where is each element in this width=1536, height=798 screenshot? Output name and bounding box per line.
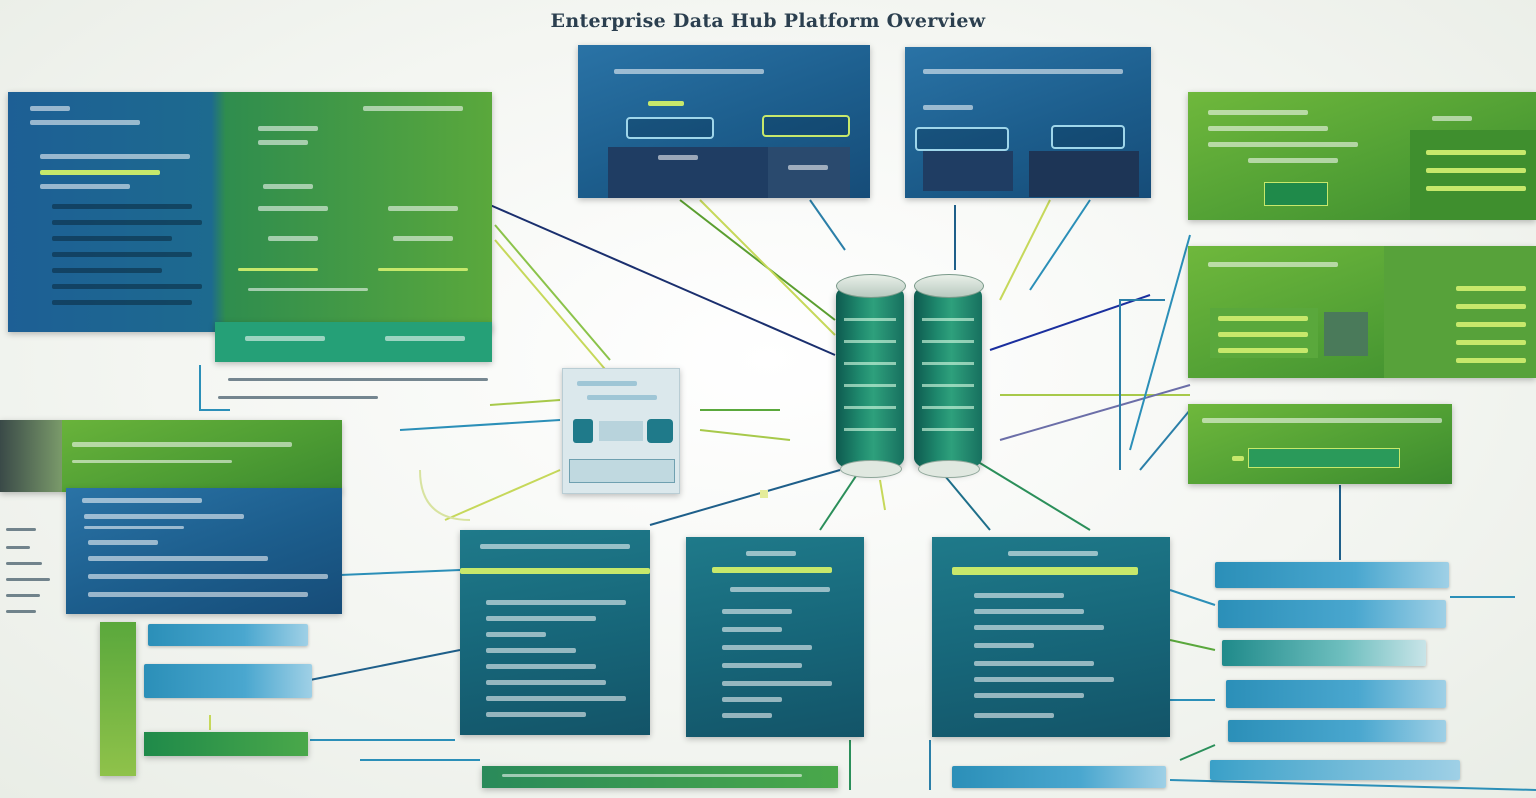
strip-2: [144, 664, 312, 698]
strip-1: [148, 624, 308, 646]
panel-bottom-center-mid: [686, 537, 864, 737]
panel-left-mid: [66, 488, 342, 614]
panel-bottom-center-right: [932, 537, 1170, 737]
panel-top-right: [1188, 92, 1536, 220]
panel-bottom-bar: [482, 766, 838, 788]
database-icon-secondary: [914, 274, 984, 478]
strip-right-2: [1218, 600, 1446, 628]
strip-right-6: [1210, 760, 1460, 780]
panel-top-left: [8, 92, 492, 332]
panel-bottom-left-column: [100, 622, 136, 776]
strip-right-5: [1228, 720, 1446, 742]
strip-bottom-right: [952, 766, 1166, 788]
panel-right-small: [1188, 404, 1452, 484]
panel-left-mid-header: [0, 420, 342, 492]
strip-3: [144, 732, 308, 756]
database-icon: [836, 274, 906, 478]
strip-right-3: [1222, 640, 1426, 666]
node-dot: [760, 490, 768, 498]
panel-top-left-footer: [215, 322, 492, 362]
panel-top-center-left: [578, 45, 870, 198]
panel-mid-right: [1188, 246, 1536, 378]
panel-top-center-right: [905, 47, 1151, 198]
document-icon: [562, 368, 680, 494]
strip-right-4: [1226, 680, 1446, 708]
strip-right-1: [1215, 562, 1449, 588]
diagram-title: Enterprise Data Hub Platform Overview: [550, 10, 986, 32]
panel-bottom-center-left: [460, 530, 650, 735]
